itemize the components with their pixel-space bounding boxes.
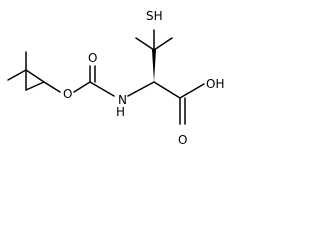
acid-oh-label: OH (206, 77, 224, 91)
bond (179, 83, 205, 99)
bond (135, 37, 155, 51)
amine-h-label: H (116, 105, 125, 119)
bond (89, 81, 115, 97)
wedge-bond (152, 50, 156, 82)
bond (25, 69, 45, 83)
bond (153, 37, 173, 51)
bond (127, 81, 155, 97)
bond (73, 81, 91, 93)
bond (153, 81, 181, 99)
ether-o-label: O (63, 87, 72, 101)
bond (43, 81, 61, 93)
tert-butyl-left (7, 51, 45, 91)
molecule-diagram: SH O O N H OH O (7, 9, 224, 147)
structure-svg: SH O O N H OH O (7, 9, 224, 147)
amine-n-label: N (118, 93, 127, 107)
bond (7, 69, 27, 81)
bond (25, 81, 45, 91)
acid-o-label: O (178, 133, 187, 147)
thiol-label: SH (146, 9, 163, 23)
carbamate-o-label: O (88, 51, 97, 65)
